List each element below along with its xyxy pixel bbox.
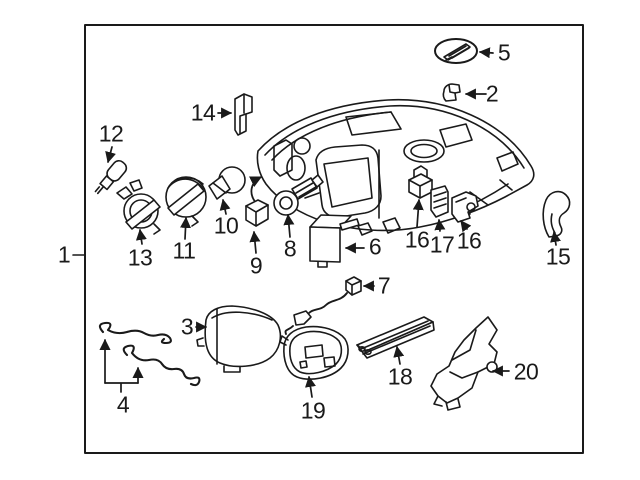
- part-16-socket-right: [451, 191, 479, 223]
- callout-4: 4: [116, 391, 130, 418]
- callout-12: 12: [98, 120, 124, 147]
- callout-2: 2: [485, 80, 499, 107]
- callout-11: 11: [172, 237, 196, 264]
- callout-1: 1: [57, 241, 71, 268]
- callout-20: 20: [513, 358, 539, 385]
- part-13-socket: [116, 179, 161, 235]
- headlamp-assembly: [256, 98, 535, 236]
- callout-5: 5: [497, 39, 511, 66]
- part-12-bulb: [94, 159, 128, 195]
- part-15-grommet: [542, 190, 571, 238]
- callout-15: 15: [545, 243, 571, 270]
- part-10-bulb: [208, 166, 246, 200]
- callout-3: 3: [180, 313, 194, 340]
- part-4-wires: [98, 321, 201, 387]
- callout-6: 6: [368, 233, 382, 260]
- part-20-bracket: [430, 316, 498, 411]
- callout-7: 7: [377, 272, 391, 299]
- boundary-box: [72, 24, 584, 454]
- part-17-bracket: [430, 185, 449, 218]
- part-7-connector: [284, 276, 362, 335]
- callout-16-left: 16: [404, 226, 430, 253]
- part-18-bar: [356, 316, 435, 359]
- callout-17: 17: [429, 231, 455, 258]
- part-9-connector: [245, 176, 269, 227]
- callout-18: 18: [387, 363, 413, 390]
- callout-8: 8: [283, 235, 297, 262]
- part-2-clip: [442, 83, 461, 102]
- part-16-socket-left: [408, 165, 433, 199]
- part-5-emblem: [434, 38, 478, 64]
- callout-9: 9: [249, 252, 263, 279]
- part-11-cap: [165, 176, 207, 227]
- part-19-cover: [279, 325, 349, 380]
- part-6-module: [309, 214, 360, 268]
- part-3-cover: [196, 305, 282, 373]
- part-14-bracket: [234, 93, 253, 136]
- callout-16-right: 16: [456, 227, 482, 254]
- callout-arrows: [99, 47, 561, 398]
- callout-10: 10: [213, 212, 239, 239]
- callout-19: 19: [300, 397, 326, 424]
- callout-14: 14: [190, 99, 216, 126]
- callout-13: 13: [127, 244, 153, 271]
